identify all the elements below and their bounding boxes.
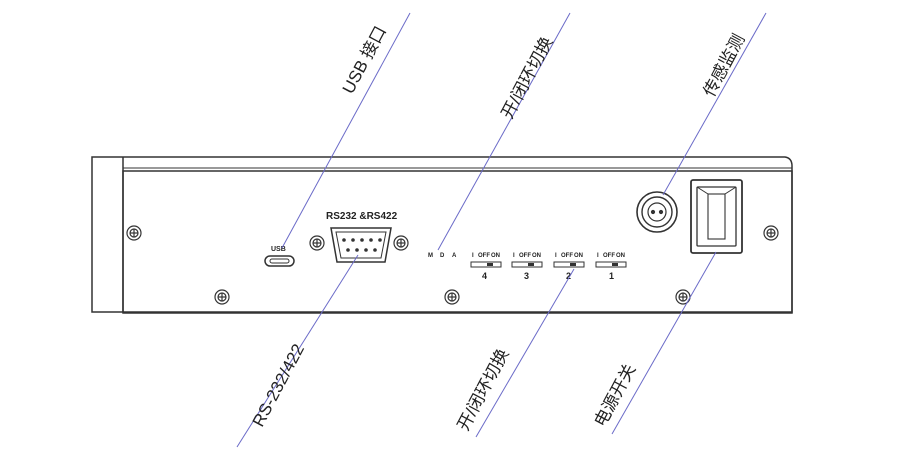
callout-sensor: 传感监测 [700,31,749,100]
usb-port-inner [269,258,290,264]
rocker-switch-bevel [724,186,737,195]
usb-port-icon [264,255,295,267]
switch-4-state-off: OFF [478,253,490,259]
screw-icon [393,235,409,251]
switch-1-number: 1 [609,271,614,281]
screw-icon [444,289,460,305]
switch-2-number: 2 [566,271,571,281]
screw-icon [214,289,230,305]
switch-2-slot[interactable] [553,261,585,268]
mode-letter-d: D [440,253,445,259]
screw-icon [763,225,779,241]
callouts: USB 接口 开/闭环切换 传感监测 RS-232/422 开/闭环切换 电源开… [249,23,749,434]
callout-loop-top: 开/闭环切换 [498,34,557,122]
connector-pin [650,209,656,215]
mode-letter-a: A [452,253,457,259]
leader-usb [281,12,411,249]
chassis [91,156,793,314]
rocker-switch-face [707,193,726,240]
switch-3-state-i: I [513,253,515,259]
dip-switch-4[interactable]: I OFF ON 4 [470,253,502,281]
serial-connector: RS232 &RS422 [326,211,398,263]
mode-letters: M D A [428,253,457,259]
leader-sensor [662,12,767,196]
connector-pin [658,209,664,215]
switch-4-knob [487,263,493,266]
switch-4-state-on: ON [491,253,500,259]
circular-connector-ring [641,196,673,228]
screw-icon [309,235,325,251]
callout-rs: RS-232/422 [249,341,308,430]
mounting-screws [126,225,779,305]
circular-connector-core [647,202,667,222]
rocker-switch-inner [696,186,737,247]
switch-2-state-off: OFF [561,253,573,259]
switch-3-state-on: ON [532,253,541,259]
sensor-connector [636,191,678,233]
switch-1-state-i: I [597,253,599,259]
dip-switch-1[interactable]: I OFF ON 1 [595,253,627,281]
switch-2-knob [570,263,576,266]
db9-connector-icon [330,227,392,263]
callout-usb: USB 接口 [339,23,390,97]
leader-loop-top [437,12,571,251]
switch-4-number: 4 [482,271,487,281]
switch-1-state-on: ON [616,253,625,259]
usb-port: USB [264,246,295,267]
usb-label: USB [271,246,286,253]
switch-1-knob [612,263,618,266]
screw-icon [126,225,142,241]
db9-connector-inner [335,231,387,259]
leader-power [611,251,717,435]
switch-3-number: 3 [524,271,529,281]
switch-1-slot[interactable] [595,261,627,268]
rocker-switch-bevel [696,186,709,195]
leader-lines [236,12,767,448]
chassis-outline [91,156,793,313]
switch-1-state-off: OFF [603,253,615,259]
panel-face [122,170,793,314]
serial-label: RS232 &RS422 [326,211,398,222]
switch-3-state-off: OFF [519,253,531,259]
switch-3-slot[interactable] [511,261,543,268]
circular-connector-icon [636,191,678,233]
dip-switch-2[interactable]: I OFF ON 2 [553,253,585,281]
screw-icon [675,289,691,305]
rocker-switch-icon[interactable] [690,179,743,254]
callout-power: 电源开关 [591,361,640,430]
switch-2-state-on: ON [574,253,583,259]
leader-loop-bottom [475,268,575,438]
switch-3-knob [528,263,534,266]
mode-letter-m: M [428,253,433,259]
db9-pins [342,238,382,252]
power-switch[interactable] [690,179,743,254]
switch-4-state-i: I [472,253,474,259]
switch-4-slot[interactable] [470,261,502,268]
leader-rs [236,254,359,448]
switch-2-state-i: I [555,253,557,259]
dip-switch-3[interactable]: I OFF ON 3 [511,253,543,281]
